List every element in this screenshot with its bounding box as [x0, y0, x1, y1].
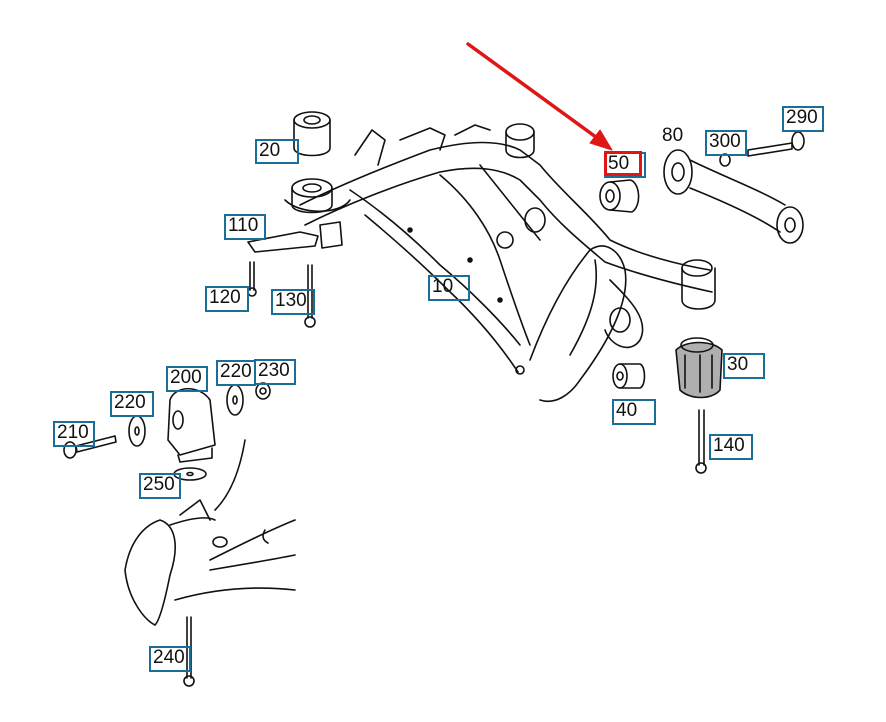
bolt-part-210[interactable]	[63, 435, 117, 459]
callout-140[interactable]: 140	[709, 434, 753, 460]
washer-part-220-right[interactable]	[226, 384, 244, 416]
callout-290[interactable]: 290	[782, 106, 824, 132]
callout-220-right[interactable]: 220	[216, 360, 256, 386]
mount-part-30[interactable]	[675, 337, 723, 399]
highlight-arrow	[466, 42, 613, 151]
callout-label: 300	[709, 131, 741, 152]
callout-240[interactable]: 240	[149, 646, 191, 672]
callout-30[interactable]: 30	[723, 353, 765, 379]
bolt-part-290[interactable]	[747, 131, 805, 157]
callout-label: 250	[143, 474, 175, 495]
bolt-part-140[interactable]	[695, 409, 707, 474]
callout-label: 80	[662, 125, 684, 146]
control-arm-part-80[interactable]	[663, 149, 804, 244]
callout-label: 10	[432, 276, 454, 297]
diff-mount-part-200[interactable]	[167, 387, 216, 463]
subframe-part-10[interactable]	[299, 124, 713, 402]
callout-label: 50	[608, 153, 630, 174]
callout-300[interactable]: 300	[705, 130, 747, 156]
washer-part-220-left[interactable]	[128, 415, 146, 447]
callout-label: 230	[258, 360, 290, 381]
callout-20[interactable]: 20	[255, 139, 299, 164]
callout-50-highlight	[604, 151, 642, 176]
callout-10[interactable]: 10	[428, 275, 470, 301]
callout-label: 140	[713, 435, 745, 456]
callout-label: 220	[114, 392, 146, 413]
callout-120[interactable]: 120	[205, 286, 249, 312]
differential-housing	[124, 439, 296, 626]
callout-label: 240	[153, 647, 185, 668]
frame-mount-right	[681, 259, 716, 310]
callout-label: 120	[209, 287, 241, 308]
bolt-part-130[interactable]	[304, 264, 316, 328]
callout-210[interactable]: 210	[53, 421, 95, 447]
callout-label: 30	[727, 354, 749, 375]
callout-250[interactable]: 250	[139, 473, 181, 499]
callout-label: 20	[259, 140, 281, 161]
bracket-part-110[interactable]	[247, 221, 343, 253]
callout-200[interactable]: 200	[166, 366, 208, 392]
bushing-part-40[interactable]	[612, 363, 646, 389]
callout-label: 220	[220, 361, 252, 382]
callout-label: 200	[170, 367, 202, 388]
callout-110[interactable]: 110	[224, 214, 266, 240]
callout-130[interactable]: 130	[271, 289, 315, 315]
bolt-part-120[interactable]	[247, 261, 257, 297]
bushing-part-50[interactable]	[599, 179, 640, 213]
callout-80[interactable]: 80	[660, 126, 700, 152]
callout-label: 290	[786, 107, 818, 128]
nut-part-230[interactable]	[255, 382, 271, 400]
callout-label: 130	[275, 290, 307, 311]
frame-bushing	[496, 123, 631, 333]
callout-230[interactable]: 230	[254, 359, 296, 385]
callout-40[interactable]: 40	[612, 399, 656, 425]
callout-label: 110	[228, 215, 259, 236]
callout-220-left[interactable]: 220	[110, 391, 154, 417]
callout-label: 40	[616, 400, 638, 421]
bushing-part-20[interactable]	[284, 111, 351, 214]
callout-label: 210	[57, 422, 89, 443]
